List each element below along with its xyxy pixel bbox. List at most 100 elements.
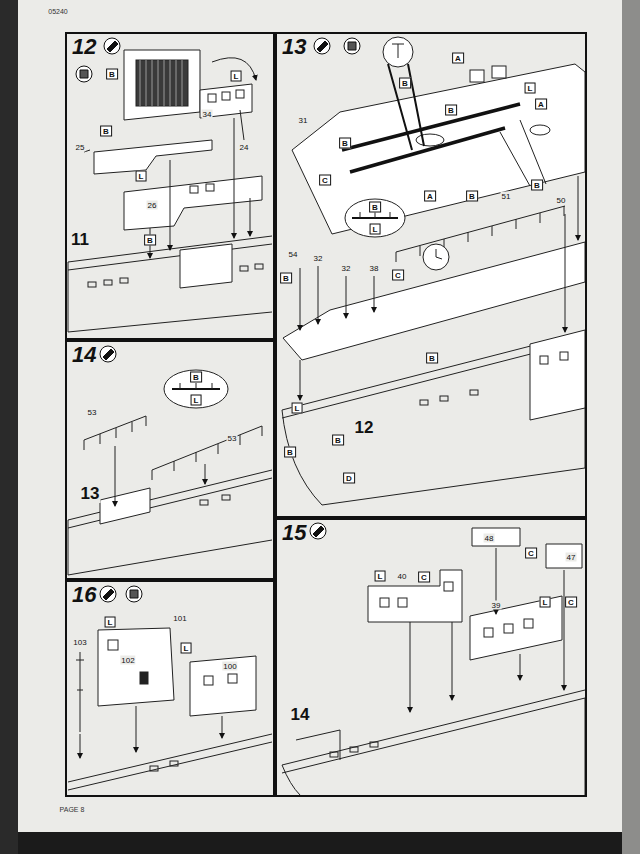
color-flag: B [531, 180, 543, 191]
step-14-art [200, 500, 208, 505]
step-13-art [396, 206, 565, 252]
part-number: 100 [222, 662, 237, 671]
step-14-art [164, 370, 228, 408]
step-12-art [240, 266, 248, 271]
step-panel: 16 [65, 580, 275, 797]
glue-icons [100, 586, 116, 602]
glue-icons [317, 41, 328, 52]
step-12-art [208, 94, 216, 102]
color-flag: B [100, 126, 112, 137]
part-number: 48 [484, 534, 495, 543]
color-flag: L [136, 171, 147, 182]
glue-icons [107, 41, 118, 52]
step-15-art [410, 622, 411, 712]
step-13-art [350, 128, 505, 172]
color-flag: B [445, 105, 457, 116]
step-13-art [282, 37, 585, 505]
step-panel: 15 [275, 518, 587, 797]
step-16-art [222, 716, 223, 738]
step-15-art [564, 570, 565, 690]
photo-ground [620, 0, 640, 854]
part-number: 32 [313, 254, 324, 263]
step-13-art [423, 244, 449, 270]
part-number: 24 [239, 143, 250, 152]
glue-icons [100, 346, 116, 362]
step-12-art [234, 118, 235, 238]
part-number: 50 [556, 196, 567, 205]
step-13-art [396, 206, 564, 262]
step-13-art [565, 214, 566, 332]
step-15-art [282, 690, 585, 795]
glue-icons [103, 589, 114, 600]
step-number: 16 [67, 582, 101, 608]
photo-ground [18, 0, 622, 832]
color-flag: B [466, 191, 478, 202]
part-number: 102 [120, 656, 135, 665]
step-12-art [170, 160, 171, 250]
step-16-art [68, 734, 272, 790]
step-13-art [560, 352, 568, 360]
step-12-art [68, 50, 272, 332]
glue-icons [130, 590, 138, 598]
step-16-art [150, 766, 158, 771]
step-13-art [300, 300, 301, 330]
step-16-art [80, 734, 81, 758]
color-flag: A [452, 53, 464, 64]
glue-icons [310, 523, 326, 539]
part-number: 31 [298, 116, 309, 125]
color-flag: C [418, 572, 430, 583]
glue-icons [313, 526, 324, 537]
step-16-art [136, 706, 137, 752]
step-12-art [200, 84, 252, 118]
step-15-art [370, 742, 378, 747]
page-text: 05240 [48, 8, 67, 16]
step-13-art [500, 120, 546, 186]
step-15-art [296, 730, 340, 760]
step-12-art [68, 236, 272, 332]
step-13-art [282, 332, 585, 505]
step-number: 14 [67, 342, 101, 368]
step-12-art [140, 60, 182, 106]
step-15-art [368, 570, 462, 622]
step-15-art [546, 544, 582, 568]
step-16-art [76, 652, 84, 732]
step-14-art [68, 370, 272, 575]
step-16-art [68, 628, 272, 790]
color-flag: L [231, 71, 242, 82]
color-flag: A [535, 99, 547, 110]
step-13-art [540, 356, 548, 364]
step-14-art [222, 495, 230, 500]
step-16-art [108, 640, 118, 650]
color-flag: L [181, 643, 192, 654]
step-12-art [120, 278, 128, 283]
step-13-art [374, 300, 375, 312]
part-number: 53 [87, 408, 98, 417]
part-number: 103 [72, 638, 87, 647]
step-15-art [470, 596, 562, 660]
step-13-art [530, 330, 585, 420]
glue-icons [104, 38, 120, 54]
step-12-art [206, 184, 214, 191]
step-16-art [204, 676, 213, 685]
color-flag: L [292, 403, 303, 414]
part-number: 34 [202, 110, 213, 119]
glue-icons [126, 586, 142, 602]
part-number: 101 [172, 614, 187, 623]
color-flag: B [280, 273, 292, 284]
part-number: 39 [491, 601, 502, 610]
step-number: 15 [277, 520, 311, 546]
step-15-art [472, 528, 520, 546]
subassembly-number: 12 [354, 419, 375, 437]
step-14-art [100, 488, 150, 524]
color-flag: B [106, 69, 118, 80]
step-14-art [68, 470, 272, 575]
color-flag: L [191, 395, 202, 406]
step-12-art [94, 140, 212, 174]
color-flag: L [105, 617, 116, 628]
step-16-art [140, 672, 148, 684]
color-flag: C [565, 597, 577, 608]
step-14-art [115, 446, 116, 506]
step-12-art [236, 90, 244, 98]
step-12-art [255, 264, 263, 269]
